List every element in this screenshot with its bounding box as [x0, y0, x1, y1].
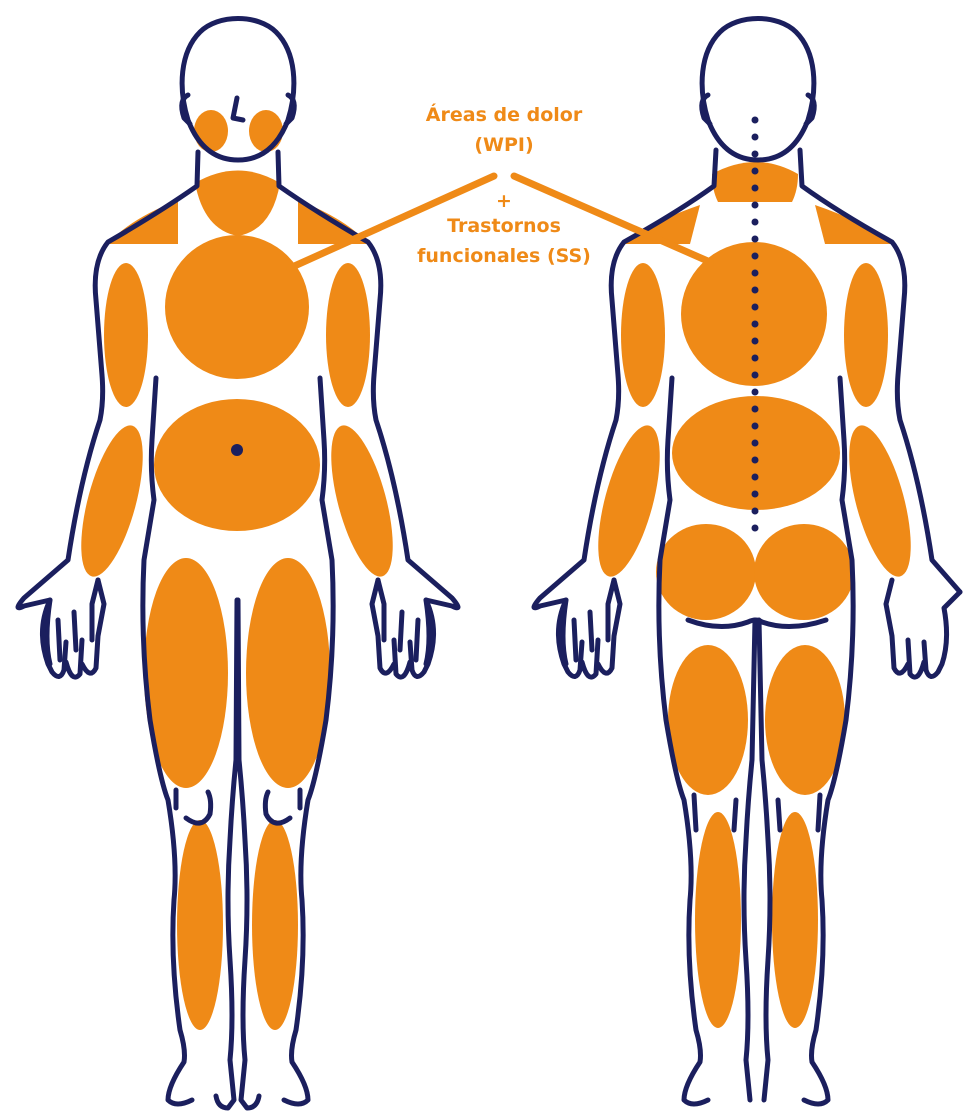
- front-head-outline: [182, 19, 294, 161]
- front-knee-left-outline: [176, 790, 211, 823]
- label-line-3: Trastornos: [447, 215, 561, 237]
- spine-dot: [752, 219, 759, 226]
- front-upperarm-left-area: [104, 263, 148, 407]
- spine-dot: [752, 440, 759, 447]
- back-thigh-right-area: [765, 645, 845, 795]
- front-thigh-right-area: [246, 558, 330, 788]
- spine-dot: [752, 287, 759, 294]
- front-shin-left-area: [177, 820, 223, 1030]
- back-buttock-right-area: [754, 524, 854, 620]
- front-jaw-right-area: [249, 110, 283, 152]
- front-pain-areas: [69, 110, 406, 1030]
- label-line-1: Áreas de dolor: [426, 103, 583, 126]
- spine-dot: [752, 457, 759, 464]
- label-block: Áreas de dolor (WPI) + Trastornos funcio…: [417, 103, 591, 267]
- spine-dot: [752, 372, 759, 379]
- back-hand-right-outline: [886, 580, 960, 677]
- front-chest-area: [165, 235, 309, 379]
- back-buttock-left-area: [656, 524, 756, 620]
- spine-dot: [752, 491, 759, 498]
- spine-dot: [752, 117, 759, 124]
- spine-dot: [752, 508, 759, 515]
- spine-dot: [752, 202, 759, 209]
- front-abdomen-area: [154, 399, 320, 531]
- back-upperarm-left-area: [621, 263, 665, 407]
- front-navel-dot: [231, 444, 243, 456]
- label-line-2: (WPI): [474, 134, 533, 156]
- back-thigh-left-area: [668, 645, 748, 795]
- label-line-4: funcionales (SS): [417, 245, 591, 267]
- spine-dot: [752, 151, 759, 158]
- back-shoulder-right-area: [815, 205, 891, 244]
- front-jaw-left-area: [194, 110, 228, 152]
- spine-dot: [752, 185, 759, 192]
- front-neck-area: [195, 171, 280, 237]
- back-upperarm-right-area: [844, 263, 888, 407]
- front-upperarm-right-area: [326, 263, 370, 407]
- label-plus: +: [496, 190, 512, 212]
- spine-dot: [752, 355, 759, 362]
- spine-dot: [752, 338, 759, 345]
- back-upperback-area: [681, 242, 827, 386]
- front-shin-right-area: [252, 820, 298, 1030]
- spine-dot: [752, 423, 759, 430]
- back-calf-left-area: [695, 812, 741, 1028]
- spine-dot: [752, 389, 759, 396]
- spine-dot: [752, 525, 759, 532]
- spine-dot: [752, 321, 759, 328]
- spine-dot: [752, 474, 759, 481]
- spine-dot: [752, 134, 759, 141]
- back-inner-leg-left-outline: [744, 620, 755, 1100]
- front-knee-right-outline: [265, 790, 300, 823]
- spine-dot: [752, 168, 759, 175]
- back-figure: [534, 19, 960, 1105]
- front-nose-outline: [233, 98, 243, 120]
- spine-dot: [752, 406, 759, 413]
- front-figure: [18, 19, 458, 1109]
- spine-dot: [752, 253, 759, 260]
- spine-dot: [752, 270, 759, 277]
- spine-dot: [752, 236, 759, 243]
- back-calf-right-area: [772, 812, 818, 1028]
- spine-dot: [752, 304, 759, 311]
